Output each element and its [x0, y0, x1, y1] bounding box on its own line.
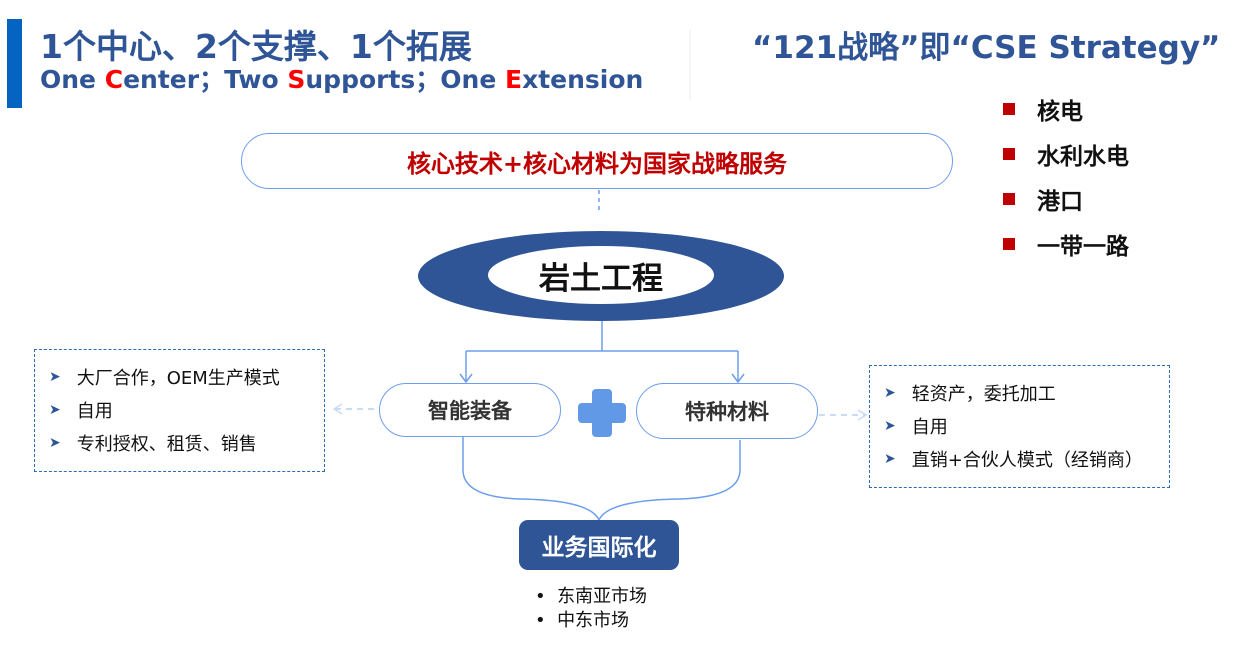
item-text: 自用 [76, 400, 113, 422]
focus-item: 核电 [1003, 86, 1129, 131]
subtitle-accent: S [287, 65, 306, 94]
focus-item: 水利水电 [1003, 131, 1129, 176]
item-text: 自用 [911, 416, 948, 438]
focus-label: 核电 [1037, 98, 1083, 125]
square-bullet-icon [1003, 192, 1015, 205]
focus-label: 一带一路 [1037, 233, 1129, 260]
market-list: • 东南亚市场 • 中东市场 [535, 582, 648, 631]
focus-item: 港口 [1003, 176, 1129, 221]
square-bullet-icon [1003, 237, 1015, 250]
item-text: 大厂合作，OEM生产模式 [76, 367, 280, 389]
subtitle-part: xtension [522, 65, 644, 94]
strategy-title: “121战略”即“CSE Strategy” [752, 30, 1221, 66]
arrow-bullet-icon: ➤ [49, 401, 61, 418]
list-item: ➤ 自用 [884, 409, 1155, 442]
left-detail-box: ➤ 大厂合作，OEM生产模式 ➤ 自用 ➤ 专利授权、租赁、销售 [34, 349, 325, 472]
item-text: 直销+合伙人模式（经销商） [911, 449, 1143, 471]
arrow-bullet-icon: ➤ [884, 417, 896, 434]
support-right: 特种材料 [636, 383, 818, 439]
list-item: ➤ 大厂合作，OEM生产模式 [49, 360, 310, 393]
market-label: 中东市场 [557, 610, 630, 631]
market-item: • 中东市场 [535, 610, 630, 631]
core-banner: 核心技术+核心材料为国家战略服务 [241, 133, 953, 189]
focus-list: 核电 水利水电 港口 一带一路 [1003, 86, 1129, 266]
market-item: • 东南亚市场 [535, 586, 648, 607]
list-item: ➤ 轻资产，委托加工 [884, 376, 1155, 409]
title-accent-bar [7, 19, 22, 108]
subtitle-accent: E [505, 65, 523, 94]
square-bullet-icon [1003, 147, 1015, 160]
subtitle-part: upports；One [305, 65, 506, 94]
center-label: 岩土工程 [488, 246, 714, 304]
arrow-bullet-icon: ➤ [884, 450, 896, 467]
focus-label: 水利水电 [1037, 143, 1129, 170]
arrow-bullet-icon: ➤ [49, 434, 61, 451]
square-bullet-icon [1003, 102, 1015, 115]
right-detail-box: ➤ 轻资产，委托加工 ➤ 自用 ➤ 直销+合伙人模式（经销商） [869, 365, 1170, 488]
subtitle-part: enter；Two [123, 65, 288, 94]
focus-label: 港口 [1037, 188, 1083, 215]
subtitle-accent: C [104, 65, 124, 94]
arrow-bullet-icon: ➤ [884, 384, 896, 401]
item-text: 专利授权、租赁、销售 [76, 433, 257, 455]
page-title: 1个中心、2个支撑、1个拓展 [40, 27, 472, 66]
support-left: 智能装备 [379, 383, 561, 437]
subtitle-part: One [40, 65, 105, 94]
list-item: ➤ 自用 [49, 393, 310, 426]
extension-box: 业务国际化 [519, 520, 679, 570]
list-item: ➤ 直销+合伙人模式（经销商） [884, 442, 1155, 475]
focus-item: 一带一路 [1003, 221, 1129, 266]
arrow-bullet-icon: ➤ [49, 368, 61, 385]
item-text: 轻资产，委托加工 [911, 383, 1056, 405]
list-item: ➤ 专利授权、租赁、销售 [49, 426, 310, 459]
market-label: 东南亚市场 [557, 586, 648, 607]
plus-icon [592, 389, 612, 437]
page-subtitle: One Center；Two Supports；One Extension [40, 60, 643, 96]
